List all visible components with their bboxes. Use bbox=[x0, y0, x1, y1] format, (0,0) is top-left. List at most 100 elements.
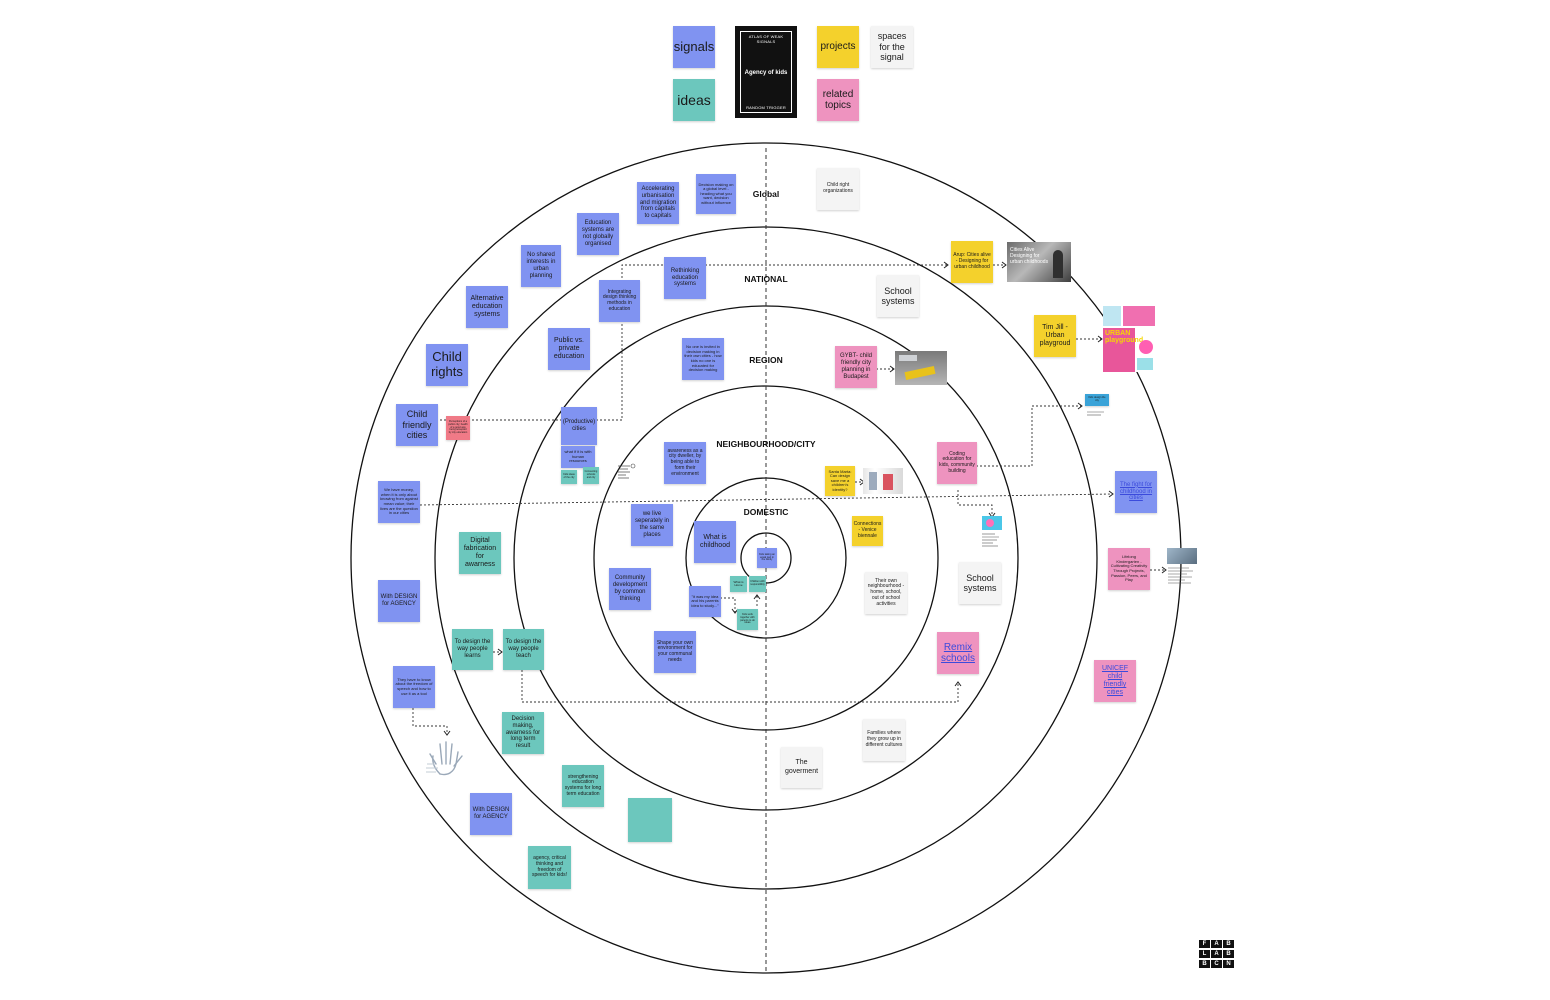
budapest-photo[interactable] bbox=[895, 351, 947, 385]
logo-letter: C bbox=[1211, 960, 1222, 968]
note-decision-long-term[interactable]: Decision making, awarness for long term … bbox=[502, 712, 544, 754]
note-we-believe[interactable]: We have money, when it is only about kno… bbox=[378, 481, 420, 523]
note-no-one-invited[interactable]: No one is invited in decision making in … bbox=[682, 338, 724, 380]
doc-thumbnail-2[interactable] bbox=[1086, 407, 1108, 417]
arup-cover-text: Cities Alive Designing for urban childho… bbox=[1010, 247, 1049, 265]
note-integrating-design[interactable]: Integrating design thinking methods in e… bbox=[599, 280, 640, 322]
note-what-is-childhood[interactable]: What is childhood bbox=[694, 521, 736, 563]
note-coding-education[interactable]: Coding education for kids, community bui… bbox=[937, 442, 977, 484]
note-families-cultures[interactable]: Families where they grow up in different… bbox=[863, 719, 905, 761]
note-gyet-budapest[interactable]: GYBT- child friendly city planning in Bu… bbox=[835, 346, 877, 388]
legend-projects: projects bbox=[817, 26, 859, 68]
note-public-private[interactable]: Public vs. private education bbox=[548, 328, 590, 370]
logo-letter: A bbox=[1211, 940, 1222, 948]
note-child-friendly-cities[interactable]: Child friendly cities bbox=[396, 404, 438, 446]
legend-spaces: spaces for the signal bbox=[871, 26, 913, 68]
legend-ideas: ideas bbox=[673, 79, 715, 121]
note-what-is-home[interactable]: What is Home bbox=[730, 576, 747, 592]
note-alternative-education[interactable]: Alternative education systems bbox=[466, 286, 508, 328]
fablab-bcn-logo: F A B L A B B C N bbox=[1199, 940, 1235, 968]
note-awareness-city-dweller[interactable]: awareness as a city dweller, by being ab… bbox=[664, 442, 706, 484]
logo-letter: F bbox=[1199, 940, 1210, 948]
legend-related-topics: related topics bbox=[817, 79, 859, 121]
doc-thumbnail-3[interactable] bbox=[981, 532, 1003, 548]
lifelong-cover-image[interactable] bbox=[1167, 548, 1197, 564]
ring-label-neighbourhood: NEIGHBOURHOOD/CITY bbox=[716, 439, 816, 449]
note-what-if-human[interactable]: what if it is with human resources bbox=[561, 446, 595, 468]
thumb-shape bbox=[986, 519, 994, 527]
note-strengthening-education[interactable]: strengthening education systems for long… bbox=[562, 765, 604, 807]
photo-detail bbox=[899, 355, 917, 361]
connector-coding-up bbox=[976, 405, 1082, 467]
note-child-rights[interactable]: Child rights bbox=[426, 344, 468, 386]
note-with-design-2[interactable]: With DESIGN for AGENCY bbox=[470, 793, 512, 835]
logo-letter: B bbox=[1223, 940, 1234, 948]
note-rethinking-education[interactable]: Rethinking education systems bbox=[664, 257, 706, 299]
note-blue-small[interactable]: Kids design the city bbox=[1085, 394, 1109, 406]
note-to-design-learns[interactable]: To design the way people learns bbox=[452, 629, 493, 670]
figure-shape bbox=[1053, 250, 1063, 278]
note-to-design-teach[interactable]: To design the way people teach bbox=[503, 629, 544, 670]
collage-block-top bbox=[1123, 306, 1155, 326]
note-red-perceptions[interactable]: Perceptions of a public city; health of … bbox=[446, 416, 470, 440]
note-agency-critical-thinking[interactable]: agency, critical thinking and freedom of… bbox=[528, 846, 571, 889]
hand-icon bbox=[426, 741, 463, 776]
note-child-right-organizations[interactable]: Child right organizations bbox=[817, 168, 859, 210]
note-domestic-center[interactable]: Kids taking an equal part in the family bbox=[757, 548, 777, 568]
santa-marta-photo[interactable] bbox=[863, 468, 903, 494]
collage-block-pink bbox=[1103, 328, 1135, 372]
photo-detail-b bbox=[883, 474, 893, 490]
note-tim-jill[interactable]: Tim Jill - Urban playgroud bbox=[1034, 315, 1076, 357]
note-santa-marta[interactable]: Santa Marta: Can design save me a childr… bbox=[825, 466, 855, 496]
connector-we-believe bbox=[419, 493, 1113, 506]
note-lifelong-kindergarten[interactable]: Lifelong Kindergarten - Cultivating Crea… bbox=[1108, 548, 1150, 590]
logo-letter: B bbox=[1199, 960, 1210, 968]
collage-block-blue bbox=[1103, 306, 1121, 326]
note-shape-your-own[interactable]: Shape your own environment for your comm… bbox=[654, 631, 696, 673]
note-with-design-1[interactable]: With DESIGN for AGENCY bbox=[378, 580, 420, 622]
urban-playground-collage[interactable]: URBAN playground bbox=[1103, 306, 1155, 372]
ring-label-region: REGION bbox=[749, 355, 783, 365]
note-arup-cities-alive[interactable]: Arup: Cities alive - Designing for urban… bbox=[951, 241, 993, 283]
collage-title: URBAN playground bbox=[1105, 330, 1144, 344]
note-productive-cities[interactable]: (Productive) cities bbox=[561, 407, 597, 445]
card-footer: RANDOM TRIGGER bbox=[746, 105, 786, 110]
random-trigger-card[interactable]: ATLAS OF WEAK SIGNALS Agency of kids RAN… bbox=[735, 26, 797, 118]
note-decision-global[interactable]: Decision making on a global level - head… bbox=[696, 174, 736, 214]
note-blank-idea[interactable] bbox=[628, 798, 672, 842]
note-connections-venice[interactable]: Connections - Venice biennale bbox=[852, 516, 883, 546]
note-remix-schools-link[interactable]: Remix schools bbox=[937, 632, 979, 674]
note-small-idea-1[interactable]: Kids ideas of the city bbox=[561, 470, 577, 484]
photo-yellow-stripe bbox=[904, 365, 936, 381]
coding-thumbnail[interactable] bbox=[982, 516, 1002, 530]
note-we-live-seperately[interactable]: we live seperately in the same places bbox=[631, 504, 673, 546]
note-they-have-to[interactable]: They have to know about the freedom of s… bbox=[393, 666, 435, 708]
arup-cover-image[interactable]: Cities Alive Designing for urban childho… bbox=[1007, 242, 1071, 282]
text-lines-icon bbox=[982, 533, 999, 547]
doc-thumbnail-4[interactable] bbox=[1167, 566, 1197, 590]
note-education-systems-global[interactable]: Education systems are not globally organ… bbox=[577, 213, 619, 255]
note-no-shared-interests[interactable]: No shared interests in urban planning bbox=[521, 245, 561, 287]
note-accelerating-urbanisation[interactable]: Accelerating urbanisation and migration … bbox=[637, 182, 679, 224]
ring-label-global: Global bbox=[752, 189, 780, 199]
note-small-idea-2[interactable]: Connecting schools and city bbox=[583, 467, 599, 484]
photo-detail-a bbox=[869, 472, 877, 490]
note-unicef-link[interactable]: UNICEF child friendly cities bbox=[1094, 660, 1136, 702]
note-their-own-neighbourhood[interactable]: Their own neighbourhood - home, school, … bbox=[865, 572, 907, 614]
note-the-government[interactable]: The goverment bbox=[781, 747, 822, 788]
note-small-idea-4[interactable]: Kids work together with parents to do id… bbox=[737, 609, 758, 630]
collage-block-cyan bbox=[1137, 358, 1153, 370]
collage-circle bbox=[1139, 340, 1153, 354]
note-it-was-my-idea[interactable]: "it was my idea and his parents idea to … bbox=[689, 586, 721, 617]
text-lines-icon bbox=[1087, 411, 1104, 416]
note-school-systems-national[interactable]: School systems bbox=[877, 275, 919, 317]
logo-letter: N bbox=[1223, 960, 1234, 968]
note-school-systems-region[interactable]: School systems bbox=[959, 562, 1001, 604]
note-fight-for-childhood-link[interactable]: The fight for childhood in cities bbox=[1115, 471, 1157, 513]
note-digital-fabrication[interactable]: Digital fabrication for awarness bbox=[459, 532, 501, 574]
note-small-idea-3[interactable]: Children with responsibility bbox=[749, 576, 766, 592]
note-community-development[interactable]: Community development by common thinking bbox=[609, 568, 651, 610]
doc-thumbnail-1[interactable] bbox=[616, 462, 636, 482]
